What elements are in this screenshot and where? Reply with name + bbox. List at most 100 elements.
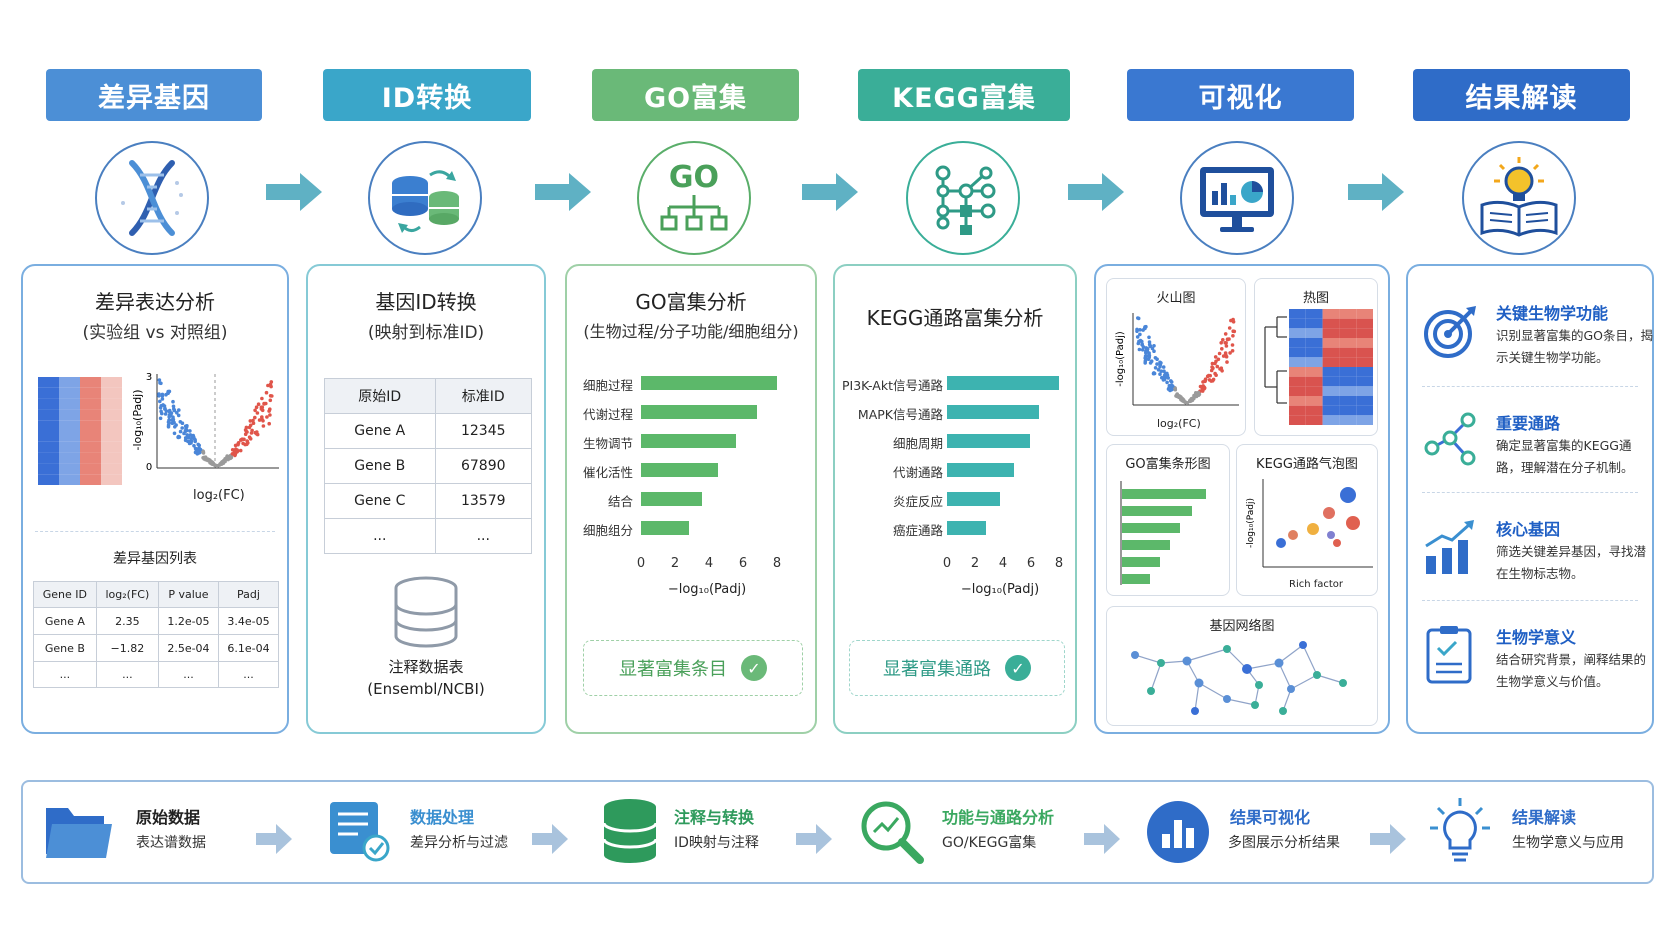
subpanel-title: KEGG通路气泡图	[1256, 457, 1358, 472]
volcano-point	[255, 411, 260, 415]
volcano-point	[160, 397, 165, 401]
volcano-point	[197, 443, 201, 448]
bar-label: 细胞过程	[582, 378, 633, 393]
volcano-ylabel: -log₁₀(Padj)	[133, 389, 144, 450]
th-gene-id: Gene ID	[33, 581, 97, 608]
volcano-point	[1228, 351, 1232, 355]
volcano-point	[183, 438, 188, 443]
volcano-point	[1147, 340, 1152, 344]
go-xlabel: −log₁₀(Padj)	[667, 582, 747, 597]
volcano-point	[180, 421, 185, 425]
volcano-point	[1221, 354, 1226, 358]
volcano-point	[1155, 357, 1159, 361]
volcano-point	[191, 433, 195, 438]
result-item-key-pathways: 重要通路 确定显著富集的KEGG通路，理解潜在分子机制。	[1408, 410, 1652, 510]
volcano-point	[157, 378, 162, 382]
result-desc: 结合研究背景，阐释结果的生物学意义与价值。	[1496, 652, 1647, 689]
volcano-point	[1216, 357, 1221, 362]
volcano-point	[267, 421, 271, 426]
bottom-arrow-1	[256, 824, 292, 854]
result-title: 生物学意义	[1496, 628, 1577, 647]
heatmap-cell	[1322, 415, 1340, 425]
volcano-point	[172, 408, 177, 413]
volcano-point	[265, 415, 269, 419]
go-icon-text: GO	[669, 160, 719, 195]
x-tick-label: 4	[998, 556, 1008, 571]
gene-network-graph	[1131, 641, 1347, 715]
network-subpanel: 基因网络图	[1106, 606, 1378, 726]
volcano-point	[185, 424, 189, 428]
volcano-point	[193, 446, 198, 451]
volcano-point	[1210, 365, 1214, 369]
database-convert-icon	[392, 170, 459, 233]
heatmap-cell	[1289, 357, 1306, 367]
bottom-arrow-2	[532, 824, 568, 854]
bar-label: 细胞周期	[892, 436, 943, 451]
volcano-point	[236, 442, 240, 446]
lightbulb-icon	[1430, 798, 1490, 862]
heatmap-cell	[1356, 328, 1373, 338]
volcano-point	[259, 407, 264, 411]
volcano-point	[1225, 337, 1230, 341]
volcano-point	[228, 456, 232, 461]
heatmap-cell	[101, 409, 122, 421]
heatmap-cell	[1289, 338, 1306, 348]
result-item-significance: 生物学意义 结合研究背景，阐释结果的生物学意义与价值。	[1408, 624, 1652, 724]
volcano-point	[1156, 368, 1161, 372]
volcano-point	[188, 433, 193, 437]
volcano-point	[1213, 361, 1217, 366]
target-icon	[1424, 306, 1476, 358]
growth-chart-icon	[1425, 520, 1474, 574]
kegg-circle	[906, 141, 1020, 255]
heatmap-cell	[1356, 318, 1373, 329]
volcano-point	[261, 424, 266, 428]
heatmap-cell	[1356, 396, 1373, 406]
result-title: 关键生物学功能	[1496, 304, 1609, 323]
x-tick-label: 0	[636, 556, 646, 571]
heatmap-cell	[1322, 367, 1340, 377]
heatmap-cell	[1356, 338, 1373, 348]
step-header-2: ID转换	[323, 69, 531, 121]
volcano-point	[180, 426, 184, 430]
heatmap-cell	[1339, 415, 1357, 425]
volcano-point	[186, 435, 191, 440]
flow-arrow-3	[802, 173, 858, 211]
heatmap-cell	[1322, 396, 1340, 406]
heatmap-cell	[101, 452, 122, 464]
heatmap-cell	[38, 452, 59, 464]
bottom-step-title: 结果解读	[1512, 808, 1577, 827]
volcano-point	[1140, 343, 1144, 347]
interpretation-circle	[1462, 141, 1576, 255]
volcano-point	[1223, 332, 1228, 336]
heatmap-cell	[1322, 347, 1340, 358]
heatmap-cell	[1322, 386, 1340, 396]
volcano-point	[248, 419, 253, 423]
subpanel-title: GO富集条形图	[1125, 457, 1211, 472]
x-tick-label: 0	[942, 556, 952, 571]
folder-icon	[46, 808, 112, 858]
volcano-point	[1158, 365, 1162, 369]
data-process-icon	[330, 802, 390, 862]
volcano-point	[249, 431, 254, 435]
bar-label: 生物调节	[582, 436, 633, 451]
mini-volcano-ylabel: -log₁₀(Padj)	[1115, 331, 1126, 387]
bar	[641, 463, 718, 477]
heatmap-subpanel: 热图	[1254, 278, 1378, 436]
heatmap-cell	[1339, 405, 1357, 416]
panel-subtitle: (实验组 vs 对照组)	[82, 323, 228, 343]
heatmap-cell	[101, 377, 122, 388]
volcano-point	[1231, 320, 1236, 324]
bar-label: 结合	[607, 494, 633, 509]
volcano-point	[268, 413, 272, 417]
heatmap-cell	[1339, 328, 1357, 338]
flow-arrow-4	[1068, 173, 1124, 211]
volcano-point	[1210, 361, 1215, 366]
flow-arrow-5	[1348, 173, 1404, 211]
volcano-point	[1135, 335, 1140, 339]
bottom-step-title: 原始数据	[136, 808, 201, 827]
bar-label: PI3K-Akt信号通路	[842, 378, 943, 393]
bar	[641, 405, 757, 419]
mini-volcano-xlabel: log₂(FC)	[1157, 417, 1201, 430]
